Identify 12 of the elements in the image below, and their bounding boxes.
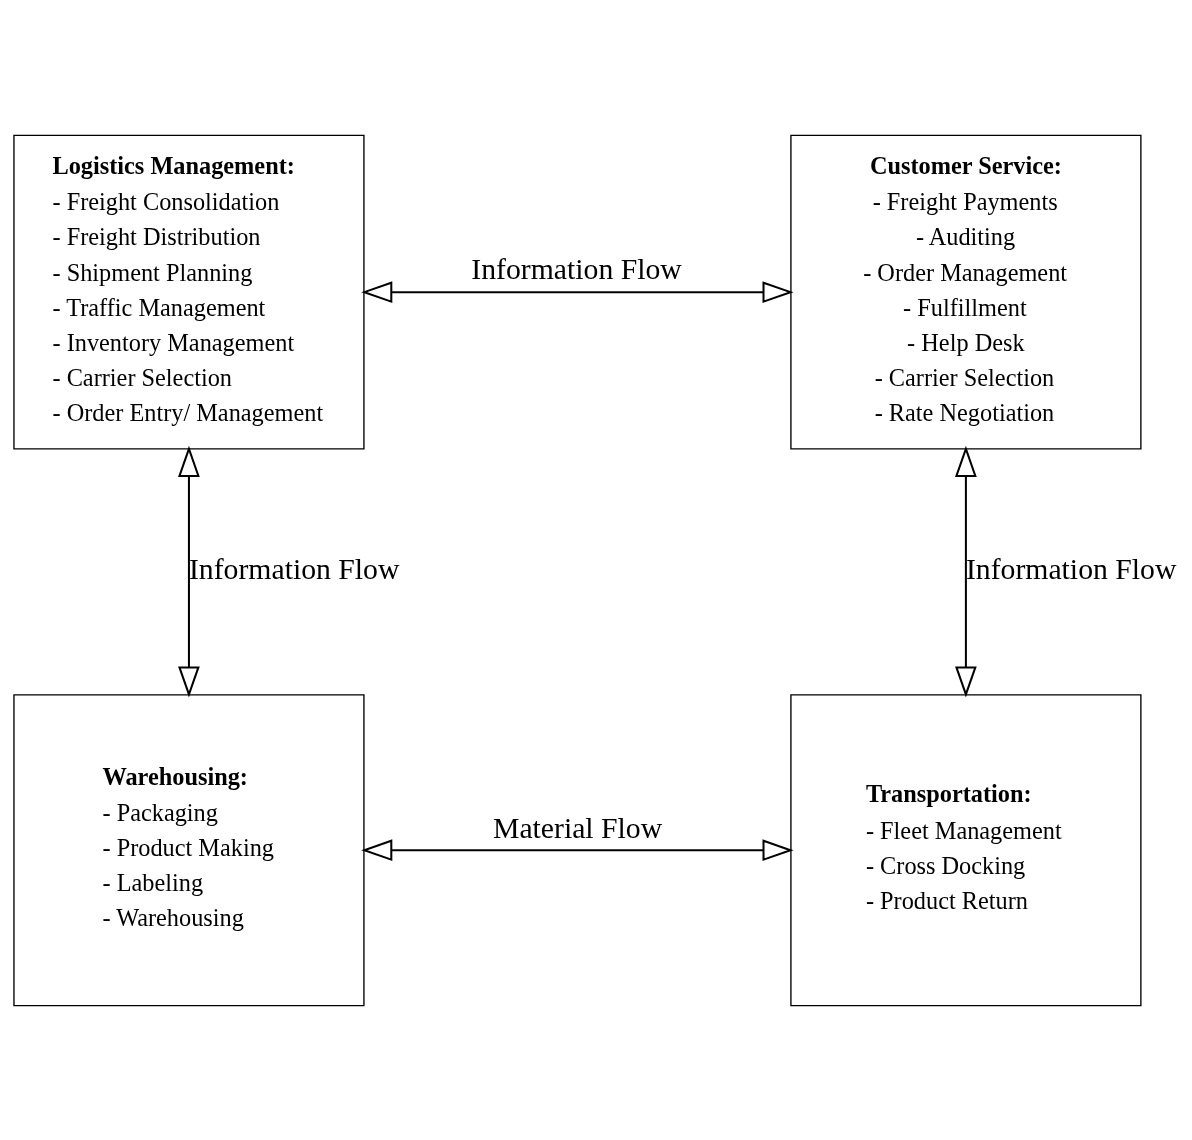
arrow — [178, 445, 200, 697]
arrow — [955, 445, 977, 697]
edge-label: Information Flow — [965, 552, 1177, 585]
edge-label: Information Flow — [188, 552, 400, 585]
edge-label: Material Flow — [492, 811, 663, 843]
node-box: Logistics Management: - Freight Consolidation - Freight Distribution - Shipment Planning - Traffic Management - Inventory Management - Carrier Selection - Order Entry/ Management — [13, 134, 365, 450]
edge-label: Information Flow — [471, 252, 682, 285]
node-box: Warehousing: - Packaging - Product Making - Labeling - Warehousing — [13, 693, 365, 1006]
arrow — [361, 838, 794, 861]
arrow — [361, 280, 794, 303]
node-box: Transportation: - Fleet Management - Cross Docking - Product Return — [790, 693, 1142, 1006]
node-box: Customer Service: - Freight Payments - Auditing - Order Management - Fulfillment - Help Desk - Carrier Selection - Rate Negotiation — [790, 134, 1142, 450]
